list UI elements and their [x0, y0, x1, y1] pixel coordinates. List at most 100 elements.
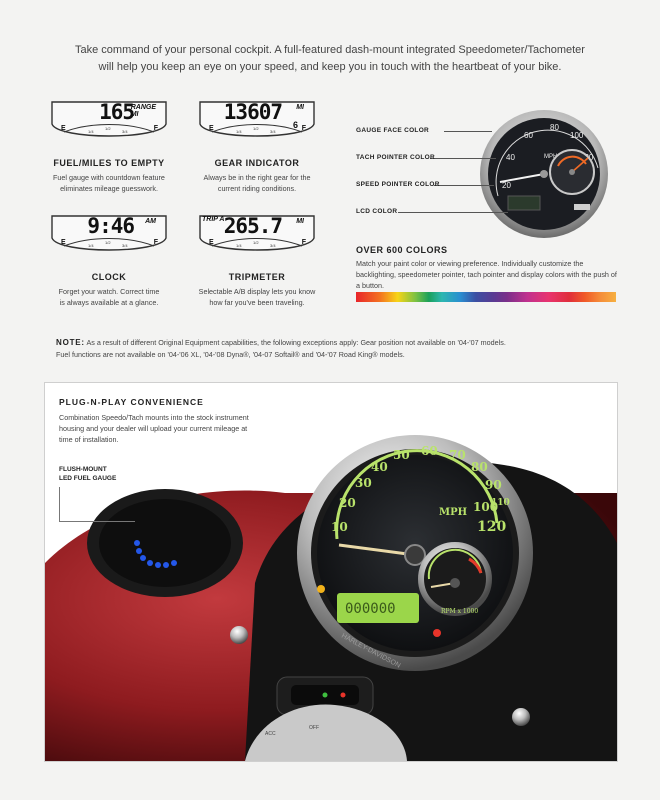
note-label: NOTE: — [56, 338, 85, 347]
fuel-tick-label: 1/2 — [105, 126, 111, 131]
tick-label: 20 — [502, 181, 511, 190]
feature-title: TRIPMETER — [228, 272, 286, 282]
feature-description-line: Forget your watch. Correct time — [58, 287, 160, 296]
label-tach-pointer-color: TACH POINTER COLOR — [356, 154, 435, 161]
feature-title: CLOCK — [91, 272, 127, 282]
colors-title: OVER 600 COLORS — [356, 245, 448, 255]
lcd-unit: AM — [145, 218, 156, 225]
lcd-value: 165 — [99, 100, 135, 124]
label-speed-pointer-color: SPEED POINTER COLOR — [356, 181, 440, 188]
bike-dash-photo: 10 20 30 40 50 60 70 80 90 100 110 120 M… — [45, 435, 617, 761]
fuel-empty-letter: E — [209, 125, 214, 132]
odometer-lcd: 000000 — [345, 601, 396, 617]
tick-label: 110 — [491, 498, 510, 508]
tick-label: 60 — [421, 444, 438, 458]
tick-label: 20 — [339, 496, 356, 510]
colors-description: Match your paint color or viewing prefer… — [356, 259, 617, 290]
leader-line — [59, 487, 60, 521]
tick-label: 10 — [331, 520, 348, 534]
tick-label: 90 — [485, 478, 502, 492]
lcd-unit-line: MI — [296, 218, 304, 225]
tick-label: 70 — [449, 448, 466, 462]
intro-text: Take command of your personal cockpit. A… — [40, 42, 620, 76]
tick-label: 100 — [570, 131, 584, 140]
fuel-tick-label: 1/4 — [236, 243, 242, 248]
feature-description-line: current riding conditions. — [217, 184, 297, 193]
flush-mount-label-line-2: LED FUEL GAUGE — [59, 475, 117, 482]
feature-description: Forget your watch. Correct time is always… — [34, 286, 184, 308]
feature-description-line: Selectable A/B display lets you know — [198, 287, 316, 296]
flush-mount-label-line-1: FLUSH-MOUNT — [59, 466, 107, 473]
leader-line — [430, 158, 496, 159]
feature-description-line: Always be in the right gear for the — [203, 173, 311, 182]
tick-label: 40 — [506, 153, 515, 162]
feature-description-line: is always available at a glance. — [59, 298, 159, 307]
feature-title: FUEL/MILES TO EMPTY — [53, 158, 165, 168]
fuel-full-letter: F — [153, 125, 158, 132]
mph-label: MPH — [544, 154, 557, 160]
plug-n-play-title: PLUG-N-PLAY CONVENIENCE — [59, 397, 204, 407]
lcd-unit: MI — [296, 104, 304, 111]
speedometer-illustration: 20 40 60 80 100 120 MPH — [480, 110, 608, 238]
fuel-empty-letter: E — [61, 239, 66, 246]
flush-mount-label: FLUSH-MOUNT LED FUEL GAUGE — [59, 465, 139, 483]
feature-description-line: Fuel gauge with countdown feature — [53, 173, 165, 182]
switch-acc-label: ACC — [265, 731, 276, 737]
note-line-2: Fuel functions are not available on '04-… — [56, 350, 405, 359]
fuel-full-letter: F — [153, 239, 158, 246]
switch-off-label: OFF — [309, 725, 319, 731]
fuel-full-letter: F — [301, 239, 306, 246]
leader-line — [59, 521, 135, 522]
tick-label: 60 — [524, 131, 533, 140]
fuel-tick-label: 1/4 — [236, 129, 242, 134]
feature-description: Selectable A/B display lets you know how … — [182, 286, 332, 308]
tick-label: 80 — [550, 123, 559, 132]
lcd-value: 9:46 — [87, 214, 135, 238]
mph-label: MPH — [439, 507, 467, 518]
fuel-tick-label: 1/4 — [88, 129, 94, 134]
lcd-value: 13607 — [223, 100, 283, 124]
leader-line — [434, 185, 494, 186]
led-dot — [140, 555, 146, 561]
label-lcd-color: LCD COLOR — [356, 208, 398, 215]
label-gauge-face-color: GAUGE FACE COLOR — [356, 127, 430, 134]
feature-description: Always be in the right gear for the curre… — [182, 172, 332, 194]
led-dot — [171, 560, 177, 566]
lcd-unit-line: AM — [145, 218, 156, 225]
speedo-ticks: 10 20 30 40 50 60 70 80 90 100 110 120 M… — [331, 444, 510, 535]
color-spectrum-bar — [356, 292, 616, 302]
led-dot — [147, 560, 153, 566]
lcd-unit-line: MI — [130, 111, 139, 118]
leader-line — [444, 131, 492, 132]
fuel-tick-label: 1/2 — [105, 240, 111, 245]
led-fuel-gauge — [134, 540, 177, 568]
fuel-tick-label: 3/4 — [122, 243, 128, 248]
lcd-tag: TRIP A — [202, 216, 225, 223]
leader-line — [398, 212, 508, 213]
rpm-label: RPM x 1000 — [441, 608, 478, 615]
led-dot — [136, 548, 142, 554]
fuel-tick-label: 1/2 — [253, 126, 259, 131]
lcd-gear: 6 — [292, 120, 298, 130]
lcd-unit-line: RANGE — [130, 104, 156, 111]
feature-description-line: eliminates mileage guesswork. — [60, 184, 158, 193]
tick-label: 50 — [393, 448, 410, 462]
feature-title: GEAR INDICATOR — [214, 158, 300, 168]
tick-label: 120 — [477, 519, 506, 535]
note: NOTE: As a result of different Original … — [56, 337, 616, 361]
feature-description: Fuel gauge with countdown feature elimina… — [34, 172, 184, 194]
tick-label: 100 — [473, 500, 498, 514]
lcd-unit: MI — [296, 218, 304, 225]
fuel-tick-label: 3/4 — [270, 243, 276, 248]
feature-description-line: how far you've been traveling. — [209, 298, 305, 307]
led-dot — [134, 540, 140, 546]
led-dot — [155, 562, 161, 568]
tick-label: 30 — [355, 476, 372, 490]
plug-n-play-panel: 10 20 30 40 50 60 70 80 90 100 110 120 M… — [44, 382, 618, 762]
tick-label: 80 — [471, 460, 488, 474]
